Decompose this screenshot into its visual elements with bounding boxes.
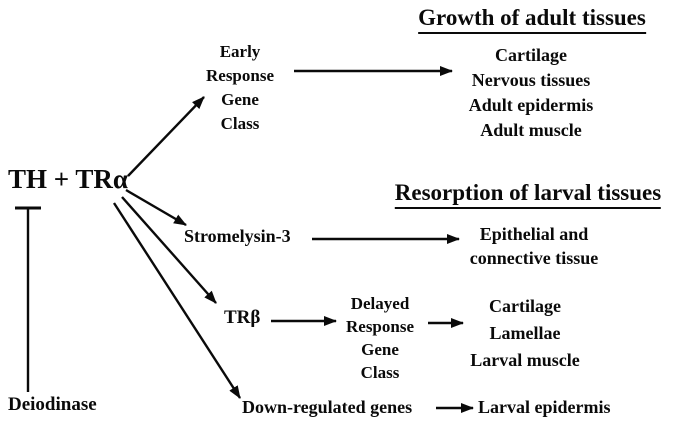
edge-thtra-to-down-regulated	[112, 202, 242, 399]
early-response-line: Response	[205, 66, 275, 85]
node-delayed-response-gene-class: Delayed Response Gene Class	[346, 292, 414, 384]
early-response-line: Gene	[221, 90, 259, 109]
node-trb: TRβ	[224, 307, 261, 328]
delayed-target-item: Cartilage	[489, 296, 561, 316]
delayed-response-line: Gene	[361, 340, 399, 359]
growth-tissue-item: Cartilage	[495, 45, 567, 65]
list-growth-tissues: Cartilage Nervous tissues Adult epidermi…	[469, 43, 594, 143]
growth-tissue-item: Nervous tissues	[471, 70, 591, 90]
delayed-response-line: Delayed	[350, 294, 410, 313]
header-growth-of-adult-tissues: Growth of adult tissues	[418, 5, 646, 35]
growth-tissue-item: Adult muscle	[480, 120, 582, 140]
header-resorption-of-larval-tissues: Resorption of larval tissues	[394, 180, 662, 210]
node-th-tra: TH + TRα	[8, 164, 128, 194]
node-epithelial-connective-tissue: Epithelial and connective tissue	[470, 222, 598, 270]
epithelial-line: Epithelial and	[479, 224, 589, 244]
list-delayed-targets: Cartilage Lamellae Larval muscle	[470, 293, 580, 374]
edge-thtra-to-early-response	[127, 96, 205, 177]
delayed-target-item: Larval muscle	[470, 350, 580, 370]
node-stromelysin-3: Stromelysin-3	[184, 226, 291, 246]
early-response-line: Class	[220, 114, 260, 133]
edge-thtra-to-stromelysin	[125, 188, 187, 227]
growth-tissue-item: Adult epidermis	[468, 95, 594, 115]
delayed-response-line: Response	[345, 317, 415, 336]
node-early-response-gene-class: Early Response Gene Class	[206, 40, 274, 136]
epithelial-line: connective tissue	[469, 248, 599, 268]
delayed-target-item: Lamellae	[489, 323, 561, 343]
node-down-regulated-genes: Down-regulated genes	[242, 397, 413, 417]
delayed-response-line: Class	[360, 363, 400, 382]
node-deiodinase: Deiodinase	[8, 394, 97, 415]
node-larval-epidermis: Larval epidermis	[478, 397, 611, 417]
early-response-line: Early	[219, 42, 261, 61]
edge-thtra-to-trb	[121, 196, 217, 304]
